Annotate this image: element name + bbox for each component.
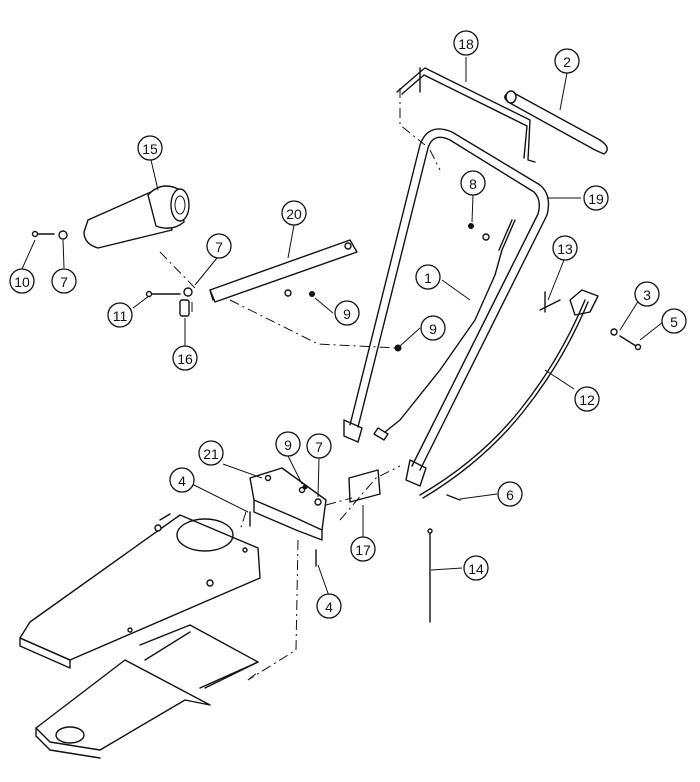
callout-4b: 4 (316, 593, 342, 619)
callout-label: 13 (557, 241, 573, 257)
callout-label: 7 (315, 439, 323, 455)
cable-bracket (539, 289, 599, 316)
callout-label: 4 (178, 473, 186, 489)
callout-15: 15 (137, 135, 163, 161)
callout-8: 8 (460, 170, 486, 196)
callout-18: 18 (453, 30, 479, 56)
callout-label: 18 (458, 36, 474, 52)
callout-12: 12 (574, 386, 600, 412)
callout-5: 5 (661, 308, 687, 334)
callout-label: 8 (469, 176, 477, 192)
callout-21: 21 (198, 440, 224, 466)
callout-label: 10 (14, 274, 30, 290)
callout-label: 14 (468, 561, 484, 577)
callout-label: 1 (424, 270, 432, 286)
callout-4a: 4 (169, 467, 195, 493)
callout-17: 17 (350, 536, 376, 562)
callout-20: 20 (281, 200, 307, 226)
mounting-bracket (249, 467, 327, 541)
housing (19, 513, 261, 669)
callout-label: 16 (177, 351, 193, 367)
side-bolt-and-washer (31, 230, 68, 240)
callout-13: 13 (552, 235, 578, 261)
screw (446, 494, 461, 501)
callout-label: 9 (284, 437, 292, 453)
support-bar-hardware (145, 287, 402, 352)
callout-7b: 7 (206, 233, 232, 259)
drive-cable (419, 299, 589, 499)
callout-label: 20 (286, 206, 302, 222)
assembly-lines (159, 88, 441, 681)
callout-label: 12 (579, 392, 595, 408)
callout-2: 2 (554, 48, 580, 74)
callout-label: 3 (643, 287, 651, 303)
grip-tube (504, 90, 608, 155)
washer-and-bolt (610, 328, 642, 351)
callout-label: 2 (563, 54, 571, 70)
callout-label: 11 (113, 308, 128, 324)
callout-6: 6 (497, 481, 523, 507)
callout-9c: 9 (275, 431, 301, 457)
callout-label: 7 (60, 274, 68, 290)
callout-1: 1 (415, 264, 441, 290)
support-bar (209, 239, 358, 303)
callout-label: 9 (343, 306, 351, 322)
callout-9b: 9 (420, 315, 446, 341)
callout-label: 9 (429, 321, 437, 337)
rod (427, 528, 433, 623)
callout-16: 16 (172, 345, 198, 371)
callout-label: 19 (588, 191, 604, 207)
callout-10: 10 (9, 268, 35, 294)
control-cable (373, 219, 516, 441)
canister (83, 185, 190, 249)
base-plate (35, 624, 259, 759)
handle-bolt (468, 223, 490, 241)
callout-3: 3 (634, 281, 660, 307)
handle-tube (343, 128, 550, 487)
callout-14: 14 (463, 555, 489, 581)
screws (249, 511, 317, 567)
callout-label: 5 (670, 314, 678, 330)
callout-label: 7 (215, 239, 223, 255)
callout-label: 4 (325, 599, 333, 615)
callout-7c: 7 (306, 433, 332, 459)
callout-label: 6 (506, 487, 514, 503)
label (348, 469, 381, 503)
callout-9a: 9 (334, 300, 360, 326)
upper-bail-bar (396, 67, 536, 163)
callout-label: 17 (355, 542, 371, 558)
callout-19: 19 (583, 185, 609, 211)
callout-leaders (21, 57, 664, 597)
callout-label: 15 (142, 141, 158, 157)
callout-7a: 7 (51, 268, 77, 294)
callout-11: 11 (107, 302, 133, 328)
callout-label: 21 (203, 446, 219, 462)
